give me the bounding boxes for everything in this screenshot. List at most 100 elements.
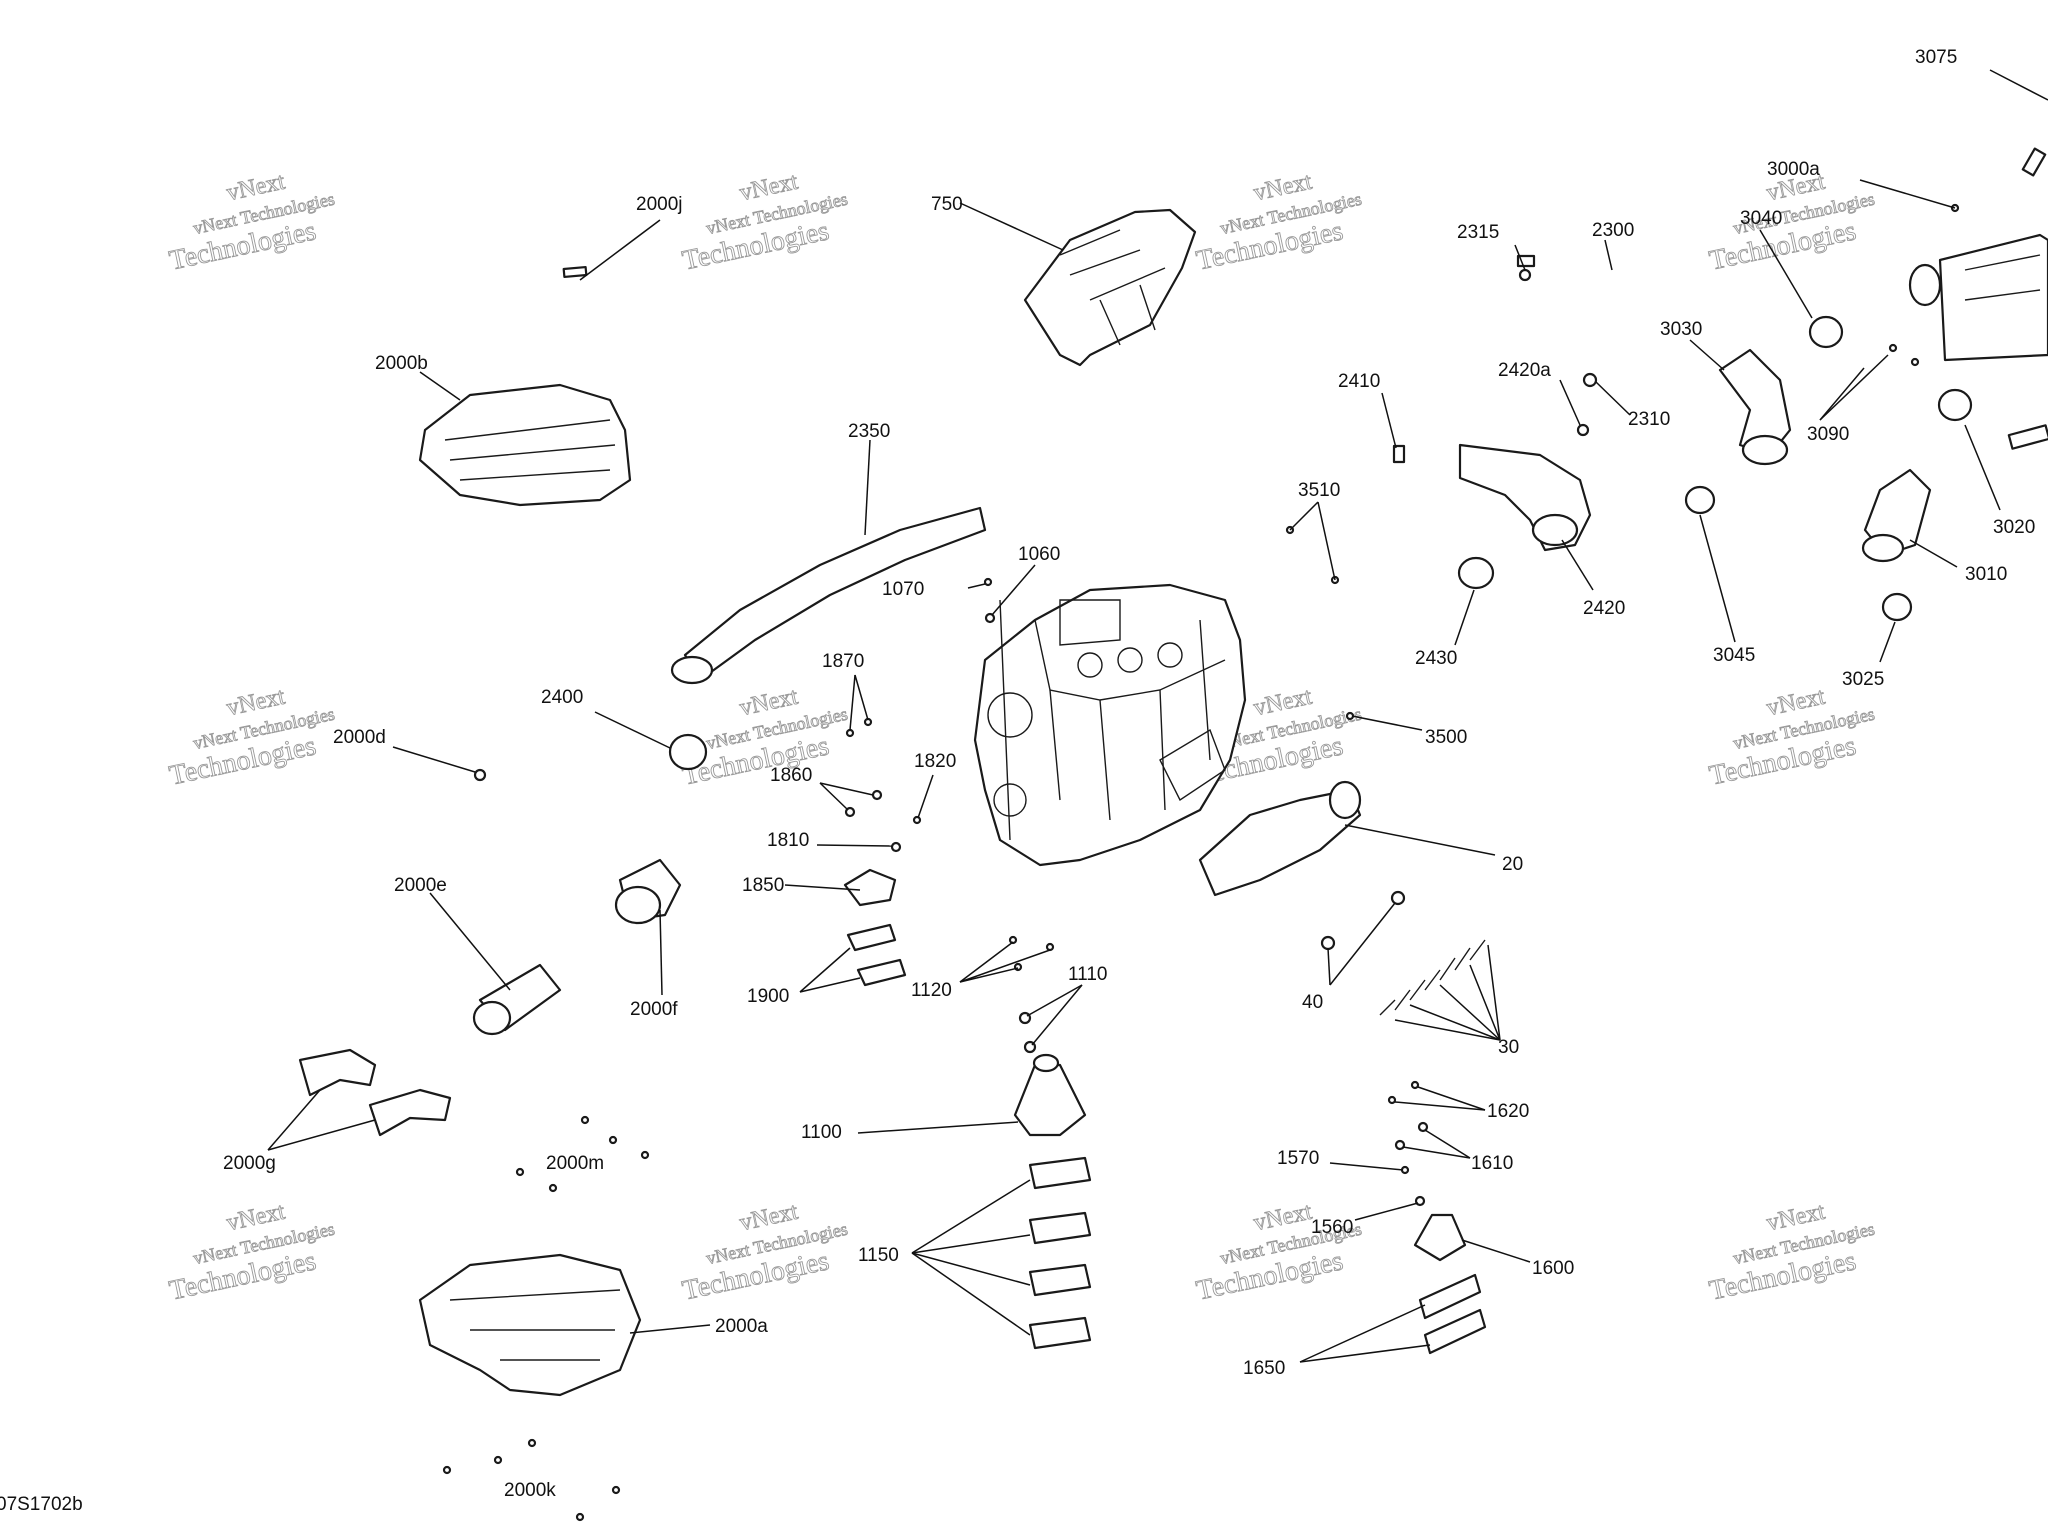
elbow-hose-3010 bbox=[1861, 468, 1932, 563]
elbow-hose-3030 bbox=[1718, 348, 1792, 466]
callout-label: 2000k bbox=[504, 1480, 556, 1501]
valve-cover bbox=[418, 383, 632, 507]
watermark: vNext vNext Technologies Technologies bbox=[679, 168, 850, 277]
callout-label: 30 bbox=[1498, 1037, 1519, 1058]
clamp-3025 bbox=[1881, 592, 1913, 622]
callout-label: 3010 bbox=[1965, 564, 2007, 585]
shim-1650 bbox=[1418, 1273, 1487, 1355]
callout-label: 2000a bbox=[715, 1316, 768, 1337]
callout-label: 1870 bbox=[822, 651, 864, 672]
callout-label: 3040 bbox=[1740, 208, 1782, 229]
hardware bbox=[442, 147, 2048, 1522]
watermark: vNext vNext Technologies Technologies bbox=[166, 1198, 337, 1307]
callout-label: 2315 bbox=[1457, 222, 1499, 243]
pin-1820 bbox=[912, 815, 922, 825]
watermark: vNext vNext Technologies Technologies bbox=[679, 683, 850, 792]
callout-label: 3030 bbox=[1660, 319, 1702, 340]
intake-tube bbox=[670, 506, 987, 685]
callout-label: 1860 bbox=[770, 765, 812, 786]
clip-2310 bbox=[1582, 372, 1598, 388]
clamp-2430 bbox=[1457, 556, 1495, 590]
intake-hose bbox=[1458, 443, 1592, 552]
callout-label: 3075 bbox=[1915, 47, 1957, 68]
bolt-2000k bbox=[493, 1455, 503, 1465]
hose-2300 bbox=[1516, 254, 1536, 268]
cap-40 bbox=[1390, 890, 1406, 906]
clamp-2400 bbox=[668, 733, 708, 771]
bolt-2000k bbox=[442, 1465, 452, 1475]
bolt-2000m bbox=[640, 1150, 650, 1160]
fitting-3075 bbox=[2021, 147, 2047, 177]
callout-label: 2400 bbox=[541, 687, 583, 708]
callout-label: 1100 bbox=[801, 1122, 842, 1143]
callout-label: 3500 bbox=[1425, 727, 1467, 748]
watermark: vNext vNext Technologies Technologies bbox=[166, 683, 337, 792]
label-3020 bbox=[2007, 424, 2048, 450]
callout-label: 1560 bbox=[1311, 1217, 1353, 1238]
leader-lines bbox=[267, 69, 2048, 1363]
mount-plate-1850 bbox=[843, 868, 897, 907]
callout-label: 2000d bbox=[333, 727, 386, 748]
screw-3090 bbox=[1888, 343, 1898, 353]
watermark: vNext vNext Technologies Technologies bbox=[1706, 683, 1877, 792]
callout-label: 1600 bbox=[1532, 1258, 1574, 1279]
bolt-1620 bbox=[1410, 1080, 1420, 1090]
callout-label: 1900 bbox=[747, 986, 789, 1007]
callout-label: 3025 bbox=[1842, 669, 1884, 690]
callout-label: 2000b bbox=[375, 353, 428, 374]
washer-1860 bbox=[871, 789, 883, 801]
diagram-reference: 07S1702b bbox=[0, 1494, 83, 1515]
callout-label: 1620 bbox=[1487, 1101, 1529, 1122]
bolt-1120 bbox=[1008, 935, 1018, 945]
washer-1810 bbox=[890, 841, 902, 853]
callout-label: 2000m bbox=[546, 1153, 604, 1174]
clamp-3020 bbox=[1937, 388, 1973, 422]
cap-40 bbox=[1320, 935, 1336, 951]
callout-label: 1650 bbox=[1243, 1358, 1285, 1379]
callout-label: 1110 bbox=[1068, 964, 1107, 985]
callout-label: 1820 bbox=[914, 751, 956, 772]
shim-1900 bbox=[846, 923, 907, 987]
callout-label: 2410 bbox=[1338, 371, 1380, 392]
bolt-2000m bbox=[580, 1115, 590, 1125]
exhaust-manifold bbox=[1198, 780, 1362, 897]
air-box bbox=[1908, 233, 2048, 362]
fitting-2315 bbox=[1518, 268, 1532, 282]
watermark: vNext vNext Technologies Technologies bbox=[1193, 168, 1364, 277]
callout-label: 1610 bbox=[1471, 1153, 1513, 1174]
watermark: vNext vNext Technologies Technologies bbox=[1193, 1198, 1364, 1307]
callout-label: 3000a bbox=[1767, 159, 1820, 180]
callout-label: 3510 bbox=[1298, 480, 1340, 501]
callout-label: 750 bbox=[931, 194, 963, 215]
callout-label: 2420a bbox=[1498, 360, 1551, 381]
callout-labels: 3075 3000a 3040 2300 2315 750 2000j 2000… bbox=[223, 47, 2035, 1501]
callout-label: 2000e bbox=[394, 875, 447, 896]
callout-label: 20 bbox=[1502, 854, 1523, 875]
engine-block bbox=[973, 583, 1247, 867]
callout-label: 1810 bbox=[767, 830, 809, 851]
washer-1060 bbox=[984, 612, 996, 624]
callout-label: 1120 bbox=[911, 980, 952, 1001]
callout-label: 1070 bbox=[882, 579, 924, 600]
callout-label: 2420 bbox=[1583, 598, 1625, 619]
callout-label: 2000f bbox=[630, 999, 678, 1020]
washer-1610 bbox=[1394, 1139, 1406, 1151]
bolt-2000m bbox=[548, 1183, 558, 1193]
clamps bbox=[668, 315, 1973, 771]
watermark: vNext vNext Technologies Technologies bbox=[1706, 1198, 1877, 1307]
callout-label: 40 bbox=[1302, 992, 1323, 1013]
callout-label: 2310 bbox=[1628, 409, 1670, 430]
callout-label: 1570 bbox=[1277, 1148, 1319, 1169]
sensor-2410 bbox=[1392, 444, 1406, 464]
intake-pipe-2000e bbox=[472, 963, 562, 1036]
washer-1610 bbox=[1417, 1121, 1429, 1133]
head-bolts bbox=[1379, 939, 1486, 1016]
callout-label: 1850 bbox=[742, 875, 784, 896]
fitting-2420a bbox=[1576, 423, 1590, 437]
callout-label: 3045 bbox=[1713, 645, 1755, 666]
callout-label: 2000j bbox=[636, 194, 683, 215]
watermark: vNext vNext Technologies Technologies bbox=[166, 168, 337, 277]
bolt-1620 bbox=[1387, 1095, 1397, 1105]
bolt-2000m bbox=[515, 1167, 525, 1177]
